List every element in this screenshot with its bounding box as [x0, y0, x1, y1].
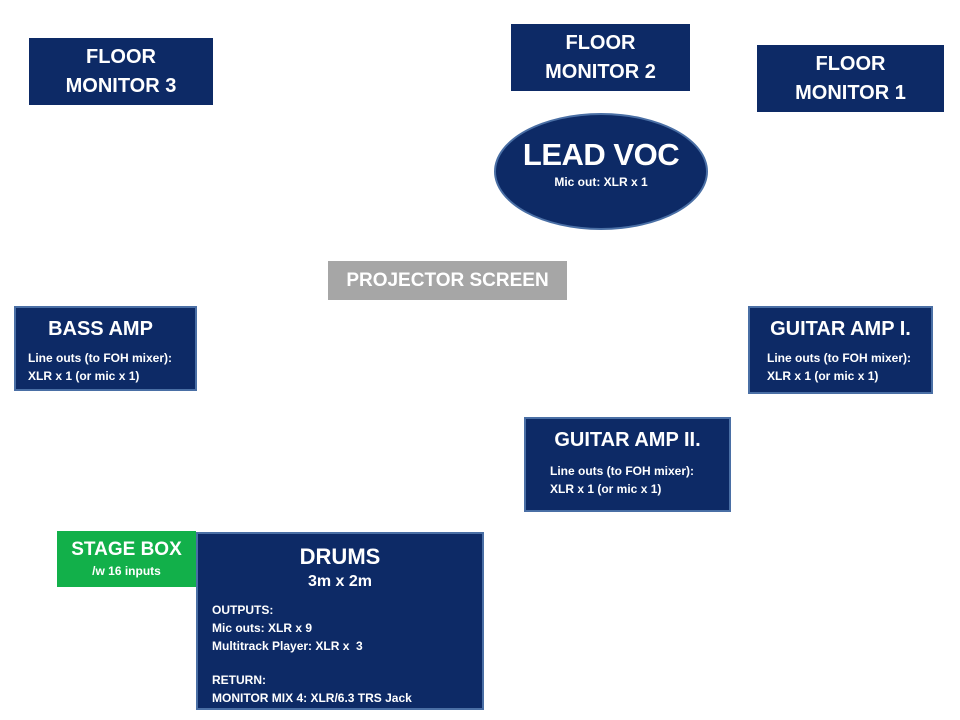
guitar-amp-1-line2: XLR x 1 (or mic x 1) [767, 369, 879, 383]
lead-voc-title: LEAD VOC [522, 137, 680, 172]
floor-monitor-1-label: FLOOR MONITOR 1 [795, 52, 906, 104]
guitar-amp-1-details: Line outs (to FOH mixer): XLR x 1 (or mi… [767, 349, 931, 385]
floor-monitor-2: FLOOR MONITOR 2 [511, 24, 690, 91]
bass-amp: BASS AMP Line outs (to FOH mixer): XLR x… [14, 306, 197, 391]
guitar-amp-1-title: GUITAR AMP I. [770, 318, 911, 340]
lead-voc-position: LEAD VOC Mic out: XLR x 1 [494, 113, 708, 230]
guitar-amp-2: GUITAR AMP II. Line outs (to FOH mixer):… [524, 417, 731, 512]
stage-box: STAGE BOX /w 16 inputs [57, 531, 196, 587]
guitar-amp-1: GUITAR AMP I. Line outs (to FOH mixer): … [748, 306, 933, 394]
stage-box-title: STAGE BOX [71, 539, 182, 560]
drums-outputs-label: OUTPUTS: [212, 603, 274, 617]
guitar-amp-2-line1: Line outs (to FOH mixer): [550, 464, 694, 478]
floor-monitor-1: FLOOR MONITOR 1 [757, 45, 944, 112]
bass-amp-line2: XLR x 1 (or mic x 1) [28, 369, 140, 383]
bass-amp-title: BASS AMP [48, 318, 153, 340]
floor-monitor-3-label: FLOOR MONITOR 3 [65, 45, 177, 97]
projector-screen: PROJECTOR SCREEN [328, 261, 567, 300]
drums-details: OUTPUTS: Mic outs: XLR x 9 Multitrack Pl… [212, 601, 482, 707]
guitar-amp-1-line1: Line outs (to FOH mixer): [767, 351, 911, 365]
drums: DRUMS 3m x 2m OUTPUTS: Mic outs: XLR x 9… [196, 532, 484, 710]
bass-amp-line1: Line outs (to FOH mixer): [28, 351, 172, 365]
drums-return-label: RETURN: [212, 673, 266, 687]
lead-voc-sub: Mic out: XLR x 1 [554, 175, 648, 189]
floor-monitor-3: FLOOR MONITOR 3 [29, 38, 213, 105]
drums-monitor-mix: MONITOR MIX 4: XLR/6.3 TRS Jack [212, 691, 412, 705]
drums-multitrack: Multitrack Player: XLR x 3 [212, 639, 363, 653]
stage-box-sub: /w 16 inputs [92, 564, 161, 578]
drums-title: DRUMS [299, 544, 381, 569]
projector-screen-label: PROJECTOR SCREEN [346, 269, 549, 291]
guitar-amp-2-details: Line outs (to FOH mixer): XLR x 1 (or mi… [550, 462, 729, 498]
drums-spacer [212, 655, 482, 671]
drums-mic-outs: Mic outs: XLR x 9 [212, 621, 313, 635]
floor-monitor-2-label: FLOOR MONITOR 2 [545, 31, 656, 83]
drums-size: 3m x 2m [307, 573, 373, 590]
guitar-amp-2-title: GUITAR AMP II. [554, 429, 701, 451]
bass-amp-details: Line outs (to FOH mixer): XLR x 1 (or mi… [28, 349, 195, 385]
guitar-amp-2-line2: XLR x 1 (or mic x 1) [550, 482, 662, 496]
